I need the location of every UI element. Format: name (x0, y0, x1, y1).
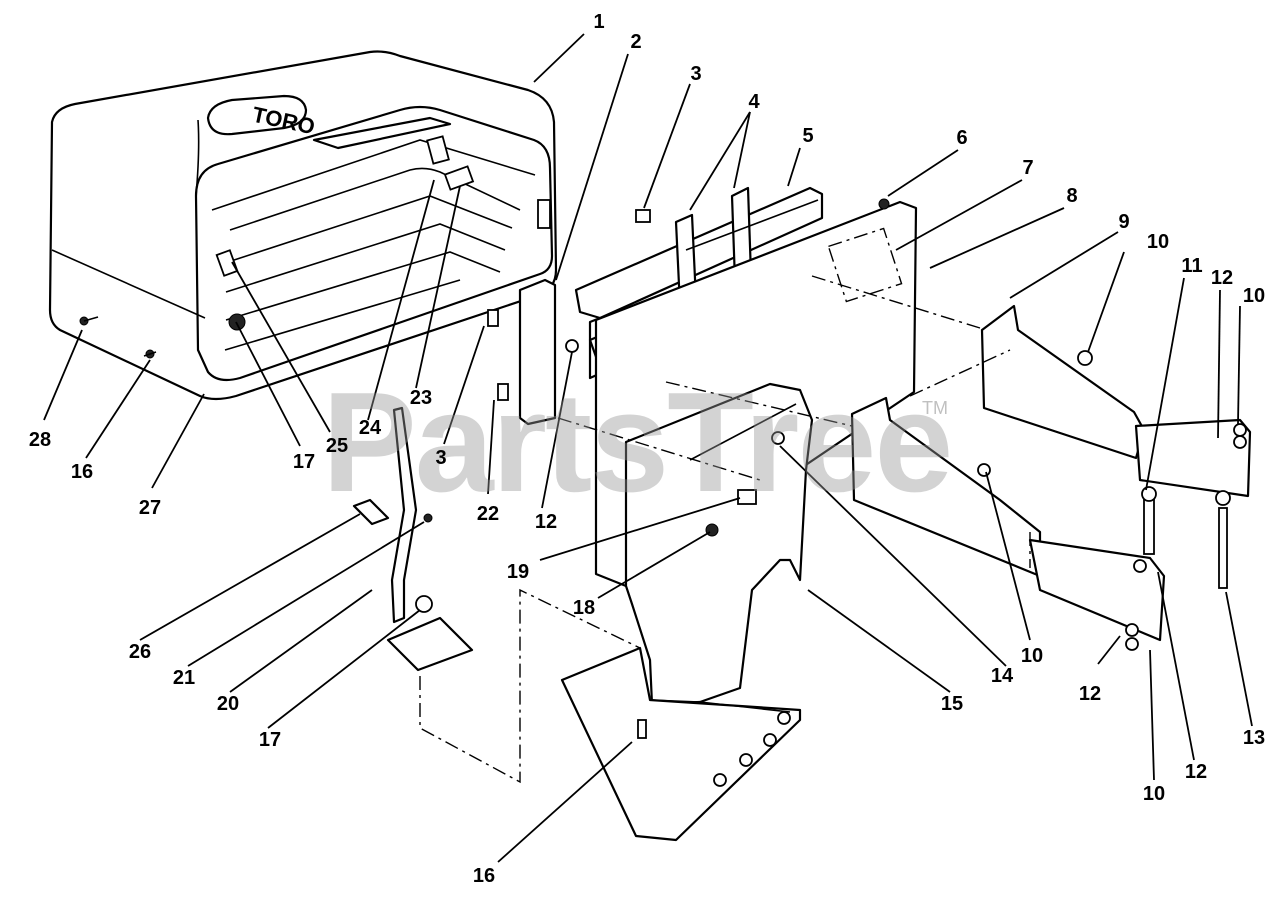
callout-label[interactable]: 11 (1181, 255, 1203, 277)
callout-label[interactable]: 18 (572, 597, 596, 619)
hitch-arms (850, 304, 1252, 642)
callout-label[interactable]: 27 (138, 497, 162, 519)
callout-label[interactable]: 19 (506, 561, 530, 583)
callout-label[interactable]: 6 (956, 127, 968, 149)
callout-label[interactable]: 3 (435, 447, 447, 469)
callout-label[interactable]: 12 (534, 511, 558, 533)
grass-bag (48, 50, 558, 401)
callout-label[interactable]: 4 (748, 91, 760, 113)
callout-label[interactable]: 14 (990, 665, 1014, 687)
leader-lines (43, 33, 1253, 863)
callout-label[interactable]: 20 (216, 693, 240, 715)
callout-label[interactable]: 26 (128, 641, 152, 663)
callout-label[interactable]: 7 (1022, 157, 1034, 179)
callout-label[interactable]: 3 (690, 63, 702, 85)
callout-label[interactable]: 15 (940, 693, 964, 715)
callout-label[interactable]: 12 (1210, 267, 1234, 289)
hitch-frame (624, 382, 814, 706)
lever-and-plate (352, 406, 474, 672)
callout-label[interactable]: 5 (802, 125, 814, 147)
callout-label[interactable]: 13 (1242, 727, 1266, 749)
callout-label[interactable]: 17 (258, 729, 282, 751)
callout-label[interactable]: 10 (1242, 285, 1266, 307)
callout-label[interactable]: 12 (1184, 761, 1208, 783)
callout-label[interactable]: 10 (1020, 645, 1044, 667)
callout-label[interactable]: 23 (409, 387, 433, 409)
callout-label[interactable]: 16 (472, 865, 496, 887)
callout-label[interactable]: 1 (593, 11, 605, 33)
callout-label[interactable]: 25 (325, 435, 349, 457)
callout-label[interactable]: 9 (1118, 211, 1130, 233)
callout-label[interactable]: 24 (358, 417, 382, 439)
lower-shield (560, 646, 802, 842)
callout-label[interactable]: 12 (1078, 683, 1102, 705)
callout-label[interactable]: 2 (630, 31, 642, 53)
callout-label[interactable]: 22 (476, 503, 500, 525)
callout-label[interactable]: 10 (1142, 783, 1166, 805)
watermark-tm: TM (922, 398, 948, 418)
callout-label[interactable]: 10 (1146, 231, 1170, 253)
callout-label[interactable]: 16 (70, 461, 94, 483)
alignment-lines (419, 275, 1031, 784)
hardware-pins (1125, 423, 1247, 651)
callout-label[interactable]: 8 (1066, 185, 1078, 207)
callout-label[interactable]: 21 (172, 667, 196, 689)
callout-label[interactable]: 28 (28, 429, 52, 451)
callout-label[interactable]: 17 (292, 451, 316, 473)
